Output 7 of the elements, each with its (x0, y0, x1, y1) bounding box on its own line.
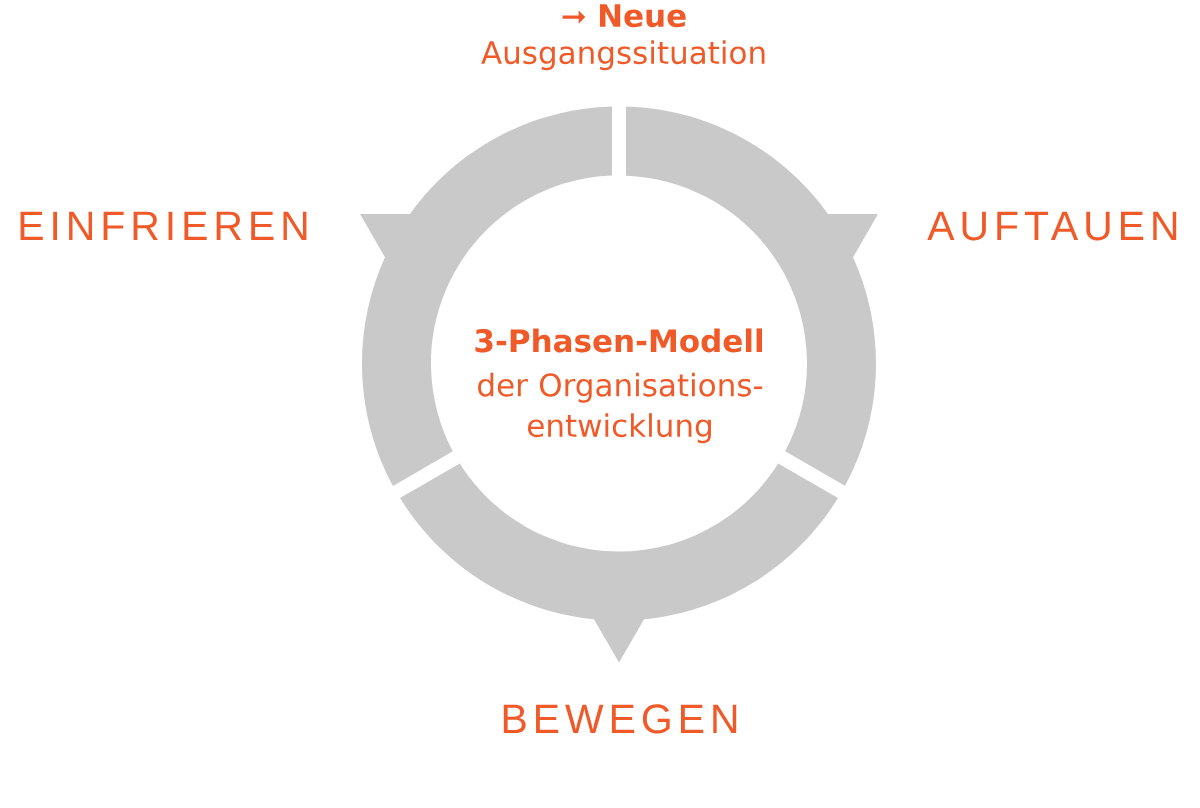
phase-label: ➞ Neue Ausgangssituation (481, 4, 765, 71)
phase-label: AUFTAUEN (927, 211, 1177, 241)
phase-label: EINFRIEREN (20, 211, 307, 240)
model-title: 3-Phasen-Modell (475, 328, 762, 353)
phase-label: BEWEGEN (503, 704, 737, 734)
ring-segment (400, 463, 838, 663)
model-subtitle: der Organisations- entwicklung (478, 372, 763, 444)
